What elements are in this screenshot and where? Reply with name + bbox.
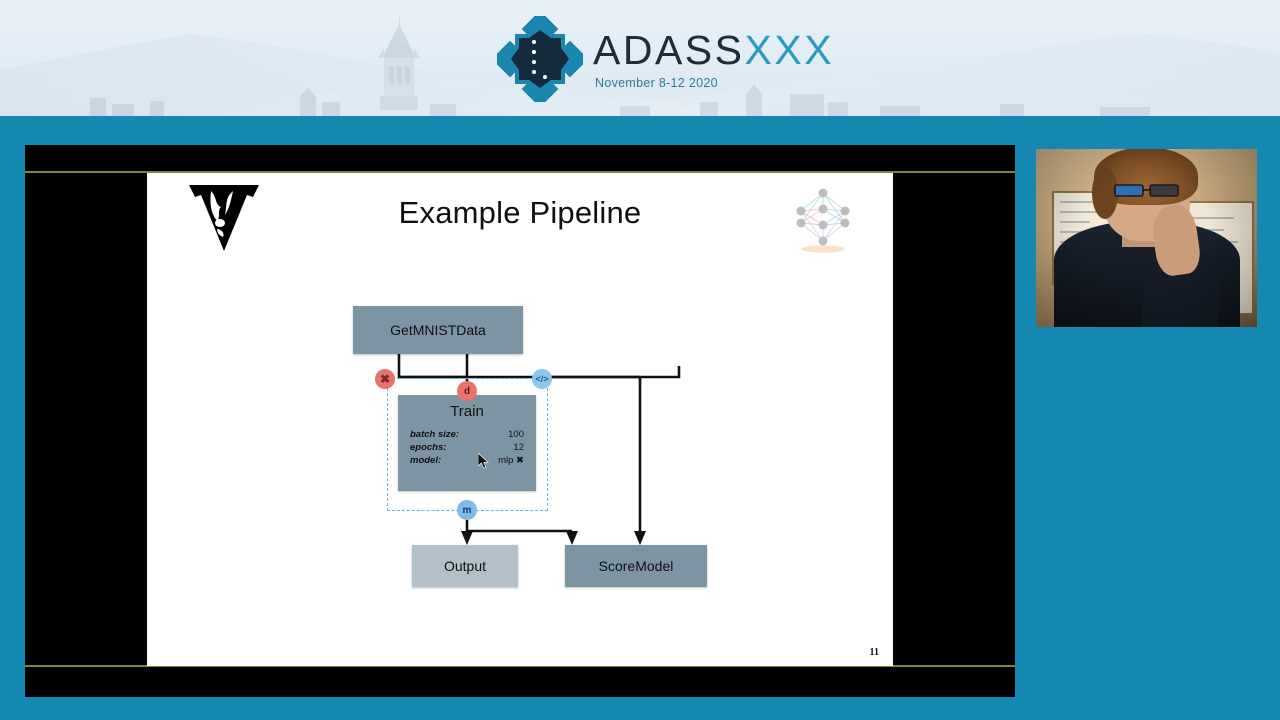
video-vignette	[1036, 149, 1257, 327]
pipeline-node-output[interactable]: Output	[412, 545, 518, 587]
param-key: batch size:	[410, 429, 460, 440]
presenter-webcam-video[interactable]	[1036, 149, 1257, 327]
town-silhouette	[90, 84, 1150, 116]
adass-title-primary: ADASS	[593, 27, 745, 73]
neural-network-icon	[796, 188, 850, 253]
node-label: Train	[450, 403, 484, 420]
pipeline-node-scoremodel[interactable]: ScoreModel	[565, 545, 707, 587]
pipeline-node-getmnistdata[interactable]: GetMNISTData	[353, 306, 523, 354]
node-label: GetMNISTData	[390, 322, 486, 338]
vanderbilt-v-logo-icon	[189, 185, 259, 251]
param-value-group: mlp ✖	[498, 454, 524, 467]
node-port-data-input[interactable]: d	[457, 381, 477, 401]
slide-page-number: 11	[869, 647, 879, 658]
church-tower-silhouette	[378, 14, 420, 110]
adass-logo-group: ADASSXXX November 8-12 2020	[497, 14, 832, 102]
video-player[interactable]: Example Pipeline	[25, 145, 1015, 697]
close-icon: ✖	[379, 372, 391, 386]
param-key: model:	[410, 455, 442, 466]
param-key: epochs:	[410, 442, 447, 453]
adass-title-secondary: XXX	[744, 27, 835, 73]
adass-wordmark: ADASSXXX	[593, 30, 834, 71]
slide-rule-bottom	[25, 665, 1015, 667]
param-row-batch-size: batch size: 100	[410, 428, 524, 441]
event-banner: ADASSXXX November 8-12 2020	[0, 0, 1280, 116]
adass-star-logo-icon	[497, 16, 583, 102]
node-label: Output	[443, 558, 487, 574]
pipeline-node-train[interactable]: Train batch size: 100 epochs: 12 model: …	[398, 395, 536, 491]
port-label: d	[463, 385, 471, 397]
clear-model-icon[interactable]: ✖	[516, 455, 524, 466]
code-icon: </>	[535, 374, 549, 384]
page-title: Example Pipeline	[398, 195, 642, 230]
param-value[interactable]: 100	[508, 429, 524, 440]
slide-rule-top	[25, 171, 1015, 173]
mouse-cursor-icon	[478, 453, 489, 469]
param-value[interactable]: mlp	[498, 455, 514, 466]
param-row-model: model: mlp ✖	[410, 454, 524, 467]
event-date: November 8-12 2020	[595, 76, 718, 90]
view-code-icon[interactable]: </>	[532, 369, 552, 389]
presenter-webcam-frame[interactable]	[1030, 143, 1263, 333]
delete-node-icon[interactable]: ✖	[375, 369, 395, 389]
param-row-epochs: epochs: 12	[410, 441, 524, 454]
train-parameters: batch size: 100 epochs: 12 model: mlp ✖	[410, 428, 524, 467]
presenter-hair-side	[1092, 167, 1118, 219]
node-port-model-output[interactable]: m	[457, 500, 477, 520]
node-label: ScoreModel	[598, 558, 674, 574]
presentation-slide: Example Pipeline	[147, 173, 893, 666]
eyeglasses-icon	[1114, 184, 1179, 197]
port-label: m	[462, 504, 472, 516]
param-value[interactable]: 12	[513, 442, 524, 453]
